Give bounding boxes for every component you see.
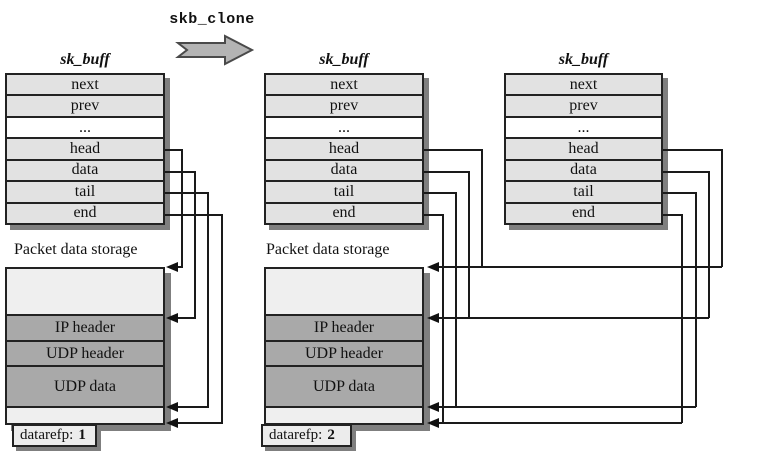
tail-pointer-line bbox=[424, 192, 457, 407]
head-pointer-line bbox=[165, 149, 183, 268]
field-data: data bbox=[7, 158, 163, 181]
shared-pointer-lines bbox=[427, 262, 722, 428]
ip-header-band: IP header bbox=[7, 314, 163, 340]
udp-header-band: UDP header bbox=[7, 340, 163, 365]
field-head: head bbox=[506, 137, 661, 159]
field-data: data bbox=[266, 158, 422, 181]
skbuff-title-middle: sk_buff bbox=[319, 51, 369, 68]
udp-header-band: UDP header bbox=[266, 340, 422, 365]
headroom-band bbox=[266, 269, 422, 314]
field-end: end bbox=[266, 201, 422, 223]
field-ellipsis: ... bbox=[506, 115, 661, 138]
end-pointer-line bbox=[663, 214, 683, 423]
field-next: next bbox=[7, 75, 163, 95]
field-end: end bbox=[506, 201, 661, 223]
field-ellipsis: ... bbox=[7, 115, 163, 138]
middle-pointer-lines bbox=[424, 149, 483, 423]
udp-data-band: UDP data bbox=[266, 365, 422, 406]
data-pointer-line bbox=[165, 171, 196, 319]
left-pointer-lines bbox=[165, 149, 223, 428]
storage-label-left: Packet data storage bbox=[14, 241, 138, 258]
field-tail: tail bbox=[7, 180, 163, 202]
arrowhead-icon bbox=[166, 313, 178, 323]
tailroom-band bbox=[266, 406, 422, 423]
dataref-box-left: datarefp: 1 bbox=[12, 424, 97, 447]
head-pointer-line bbox=[424, 149, 483, 267]
data-pointer-line bbox=[424, 171, 470, 318]
packet-storage-left: IP header UDP header UDP data bbox=[5, 267, 165, 425]
end-pointer-line bbox=[165, 214, 223, 424]
tail-pointer-line bbox=[663, 192, 697, 407]
storage-label-middle: Packet data storage bbox=[266, 241, 390, 258]
dataref-label: datarefp: bbox=[269, 427, 323, 443]
skbuff-struct-middle: next prev ... head data tail end bbox=[264, 73, 424, 225]
packet-storage-middle: IP header UDP header UDP data bbox=[264, 267, 424, 425]
field-head: head bbox=[7, 137, 163, 159]
arrowhead-icon bbox=[166, 402, 178, 412]
dataref-label: datarefp: bbox=[20, 427, 74, 443]
arrowhead-icon bbox=[166, 418, 178, 428]
field-prev: prev bbox=[7, 94, 163, 116]
field-tail: tail bbox=[266, 180, 422, 202]
headroom-band bbox=[7, 269, 163, 314]
field-head: head bbox=[266, 137, 422, 159]
skbuff-struct-left: next prev ... head data tail end bbox=[5, 73, 165, 225]
arrowhead-icon bbox=[427, 313, 439, 323]
field-ellipsis: ... bbox=[266, 115, 422, 138]
skbuff-struct-right: next prev ... head data tail end bbox=[504, 73, 663, 225]
field-tail: tail bbox=[506, 180, 661, 202]
right-pointer-lines bbox=[663, 149, 723, 423]
skbuff-title-left: sk_buff bbox=[60, 51, 110, 68]
dataref-box-middle: datarefp: 2 bbox=[261, 424, 352, 447]
data-pointer-line bbox=[663, 171, 710, 318]
arrowhead-icon bbox=[427, 262, 439, 272]
tail-pointer-line bbox=[165, 192, 209, 408]
field-data: data bbox=[506, 158, 661, 181]
skb-clone-label: skb_clone bbox=[169, 11, 255, 28]
tailroom-band bbox=[7, 406, 163, 423]
head-pointer-line bbox=[663, 149, 723, 267]
dataref-count: 2 bbox=[327, 427, 335, 443]
arrowhead-icon bbox=[427, 418, 439, 428]
dataref-count: 1 bbox=[78, 427, 86, 443]
arrowhead-icon bbox=[166, 262, 178, 272]
field-end: end bbox=[7, 201, 163, 223]
udp-data-band: UDP data bbox=[7, 365, 163, 406]
field-prev: prev bbox=[266, 94, 422, 116]
arrowhead-icon bbox=[427, 402, 439, 412]
field-next: next bbox=[266, 75, 422, 95]
skb-clone-arrow-icon bbox=[175, 34, 255, 66]
end-pointer-line bbox=[424, 214, 444, 423]
field-next: next bbox=[506, 75, 661, 95]
skbuff-title-right: sk_buff bbox=[558, 51, 609, 68]
field-prev: prev bbox=[506, 94, 661, 116]
ip-header-band: IP header bbox=[266, 314, 422, 340]
